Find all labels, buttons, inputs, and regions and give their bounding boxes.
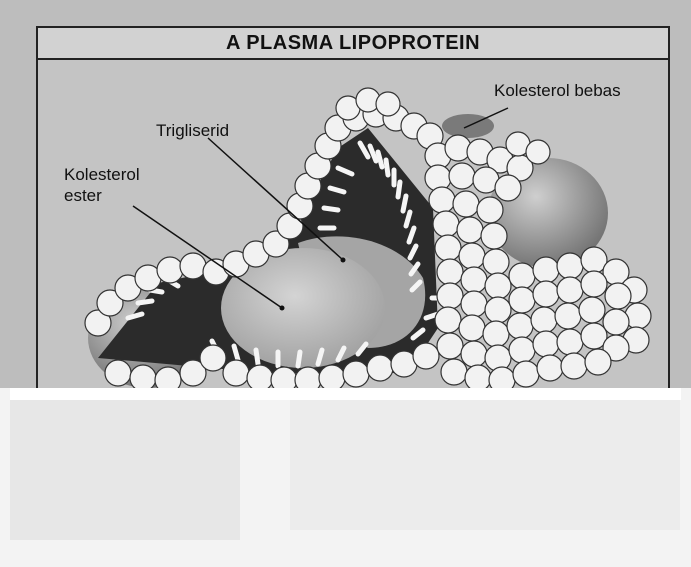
scan-ghost-left [10,400,240,540]
white-overlay-band [10,388,681,400]
pointer-dot-cholesterol-ester [280,306,285,311]
label-cholesterol-ester: Kolesterol ester [64,164,140,206]
label-triglyceride: Trigliserid [156,120,229,141]
lipoprotein-figure: A PLASMA LIPOPROTEIN [36,26,670,390]
pointer-dot-triglyceride [341,258,346,263]
label-free-cholesterol: Kolesterol bebas [494,80,621,101]
label-cholesterol-ester-line2: ester [64,185,140,206]
label-cholesterol-ester-line1: Kolesterol [64,164,140,185]
scan-ghost-right [290,400,680,530]
